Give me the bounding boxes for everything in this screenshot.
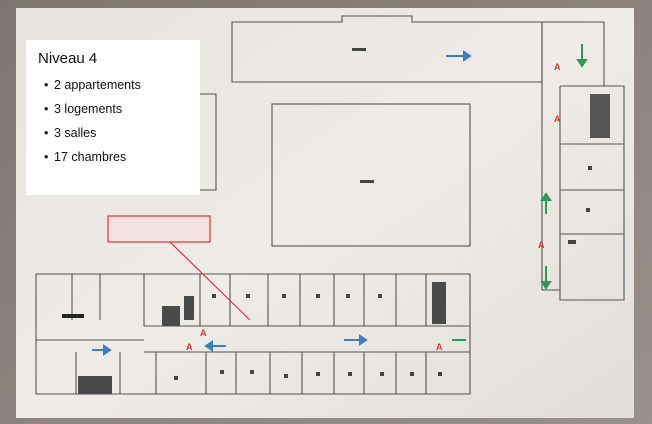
legend-item-chambres: 17 chambres — [44, 145, 190, 169]
svg-text:A: A — [186, 342, 193, 352]
svg-text:A: A — [200, 328, 207, 338]
legend-title: Niveau 4 — [38, 50, 98, 67]
safety-markers: A A A A A A — [186, 62, 561, 352]
exit-arrows — [452, 44, 588, 341]
legend-item-salles: 3 salles — [44, 121, 190, 145]
legend-item-appartements: 2 appartements — [44, 73, 190, 97]
corridor — [144, 325, 470, 353]
evacuation-arrows — [92, 50, 472, 356]
legend-item-logements: 3 logements — [44, 97, 190, 121]
svg-text:A: A — [554, 62, 561, 72]
legend-panel: Niveau 4 2 appartements 3 logements 3 sa… — [26, 40, 200, 195]
you-are-here-callout — [107, 215, 251, 321]
svg-text:A: A — [436, 342, 443, 352]
legend-list: 2 appartements 3 logements 3 salles 17 c… — [36, 73, 190, 169]
svg-text:A: A — [554, 114, 561, 124]
right-wing — [541, 21, 625, 301]
bottom-wing — [35, 273, 471, 395]
svg-text:A: A — [538, 240, 545, 250]
left-stub — [192, 93, 217, 191]
stairwells — [62, 94, 610, 394]
courtyard — [271, 103, 471, 247]
top-wing — [231, 15, 543, 83]
